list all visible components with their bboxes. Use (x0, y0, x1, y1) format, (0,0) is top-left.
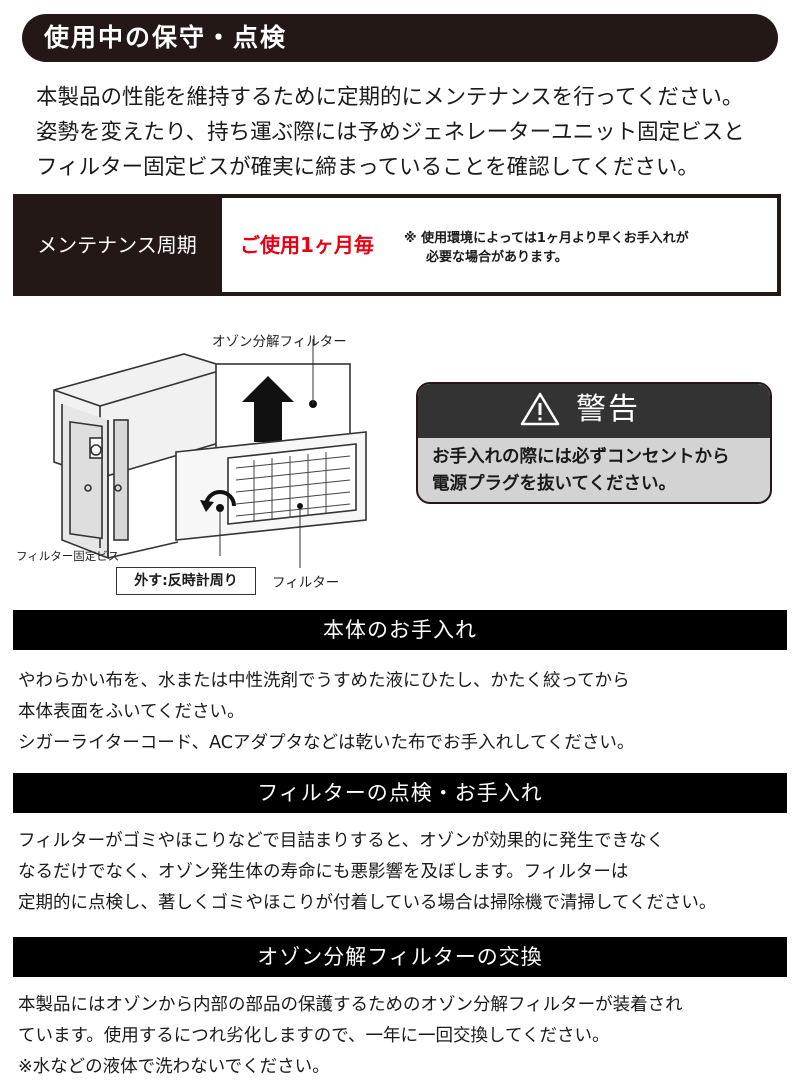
device-drawing (53, 339, 367, 568)
intro-line: 姿勢を変えたり、持ち運ぶ際には予めジェネレーターユニット固定ビスと (36, 120, 745, 145)
title-banner (22, 14, 778, 62)
filter-callout: フィルター (272, 575, 340, 591)
maintenance-cycle-box: メンテナンス周期 ご使用1ヶ月毎 ※ 使用環境によっては1ヶ月より早くお手入れが… (13, 194, 781, 296)
rotation-direction-label: 外す:反時計周り (116, 567, 256, 595)
maintenance-cycle-content: ご使用1ヶ月毎 ※ 使用環境によっては1ヶ月より早くお手入れが 必要な場合があり… (222, 198, 777, 292)
screw-callout: フィルター固定ビス (16, 549, 120, 563)
warning-line: 電源プラグを抜いてください。 (432, 474, 676, 494)
maintenance-note: ※ 使用環境によっては1ヶ月より早くお手入れが 必要な場合があります。 (404, 229, 689, 267)
section-heading-ozone-filter: オゾン分解フィルターの交換 (13, 937, 787, 977)
text-line: ています。使用するにつれ劣化しますので、一年に一回交換してください。 (18, 1026, 610, 1046)
warning-box: 警告 お手入れの際には必ずコンセントから 電源プラグを抜いてください。 (416, 382, 772, 504)
up-arrow-icon (242, 376, 294, 442)
intro-line: 本製品の性能を維持するために定期的にメンテナンスを行ってください。 (36, 85, 744, 110)
counterclockwise-arrow-icon (204, 490, 236, 507)
device-illustration (14, 312, 400, 608)
warning-icon (520, 392, 560, 426)
maintenance-note-line: ※ 使用環境によっては1ヶ月より早くお手入れが (404, 231, 689, 246)
intro-text: 本製品の性能を維持するために定期的にメンテナンスを行ってください。 姿勢を変えた… (36, 80, 786, 185)
warning-title: 警告 (576, 392, 640, 427)
filter-check-text: フィルターがゴミやほこりなどで目詰まりすると、オゾンが効果的に発生できなく なる… (18, 826, 790, 919)
page-title: 使用中の保守・点検 (44, 23, 288, 52)
screw-icon (216, 504, 224, 512)
section-heading-filter-check: フィルターの点検・お手入れ (13, 773, 787, 813)
text-line: ※水などの液体で洗わないでください。 (18, 1057, 330, 1077)
text-line: 本製品にはオゾンから内部の部品の保護するためのオゾン分解フィルターが装着され (18, 995, 683, 1015)
text-line: やわらかい布を、水または中性洗剤でうすめた液にひたし、かたく絞ってから (18, 671, 630, 691)
maintenance-cycle-value: ご使用1ヶ月毎 (240, 233, 374, 257)
warning-text: お手入れの際には必ずコンセントから 電源プラグを抜いてください。 (432, 444, 730, 498)
ozone-filter-text: 本製品にはオゾンから内部の部品の保護するためのオゾン分解フィルターが装着され て… (18, 990, 790, 1083)
maintenance-cycle-label: メンテナンス周期 (37, 233, 197, 257)
text-line: シガーライターコード、ACアダプタなどは乾いた布でお手入れしてください。 (18, 733, 635, 753)
section-heading-body-care: 本体のお手入れ (13, 610, 787, 650)
ozone-filter-callout: オゾン分解フィルター (212, 334, 347, 350)
body-care-text: やわらかい布を、水または中性洗剤でうすめた液にひたし、かたく絞ってから 本体表面… (18, 666, 790, 759)
text-line: フィルターがゴミやほこりなどで目詰まりすると、オゾンが効果的に発生できなく (18, 831, 665, 851)
maintenance-note-line: 必要な場合があります。 (426, 250, 568, 265)
text-line: 本体表面をふいてください。 (18, 702, 245, 722)
text-line: なるだけでなく、オゾン発生体の寿命にも悪影響を及ぼします。フィルターは (18, 862, 629, 882)
warning-line: お手入れの際には必ずコンセントから (432, 447, 730, 467)
text-line: 定期的に点検し、著しくゴミやほこりが付着している場合は掃除機で清掃してください。 (18, 893, 717, 913)
intro-line: フィルター固定ビスが確実に締まっていることを確認してください。 (36, 155, 699, 180)
